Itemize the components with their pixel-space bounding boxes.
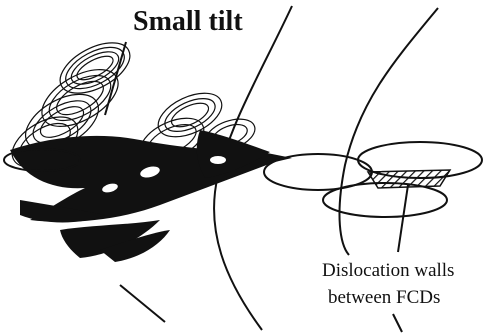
small-tilt-label: Small tilt bbox=[133, 6, 243, 37]
dislocation-walls-label-line1: Dislocation walls bbox=[322, 260, 454, 281]
dislocation-walls-label-line2: between FCDs bbox=[328, 287, 440, 308]
bottom-tick-right bbox=[393, 314, 402, 332]
dislocation-pointer-line bbox=[398, 185, 408, 252]
dislocation-wall-hatch bbox=[368, 170, 450, 188]
bottom-tick-left bbox=[120, 285, 165, 322]
